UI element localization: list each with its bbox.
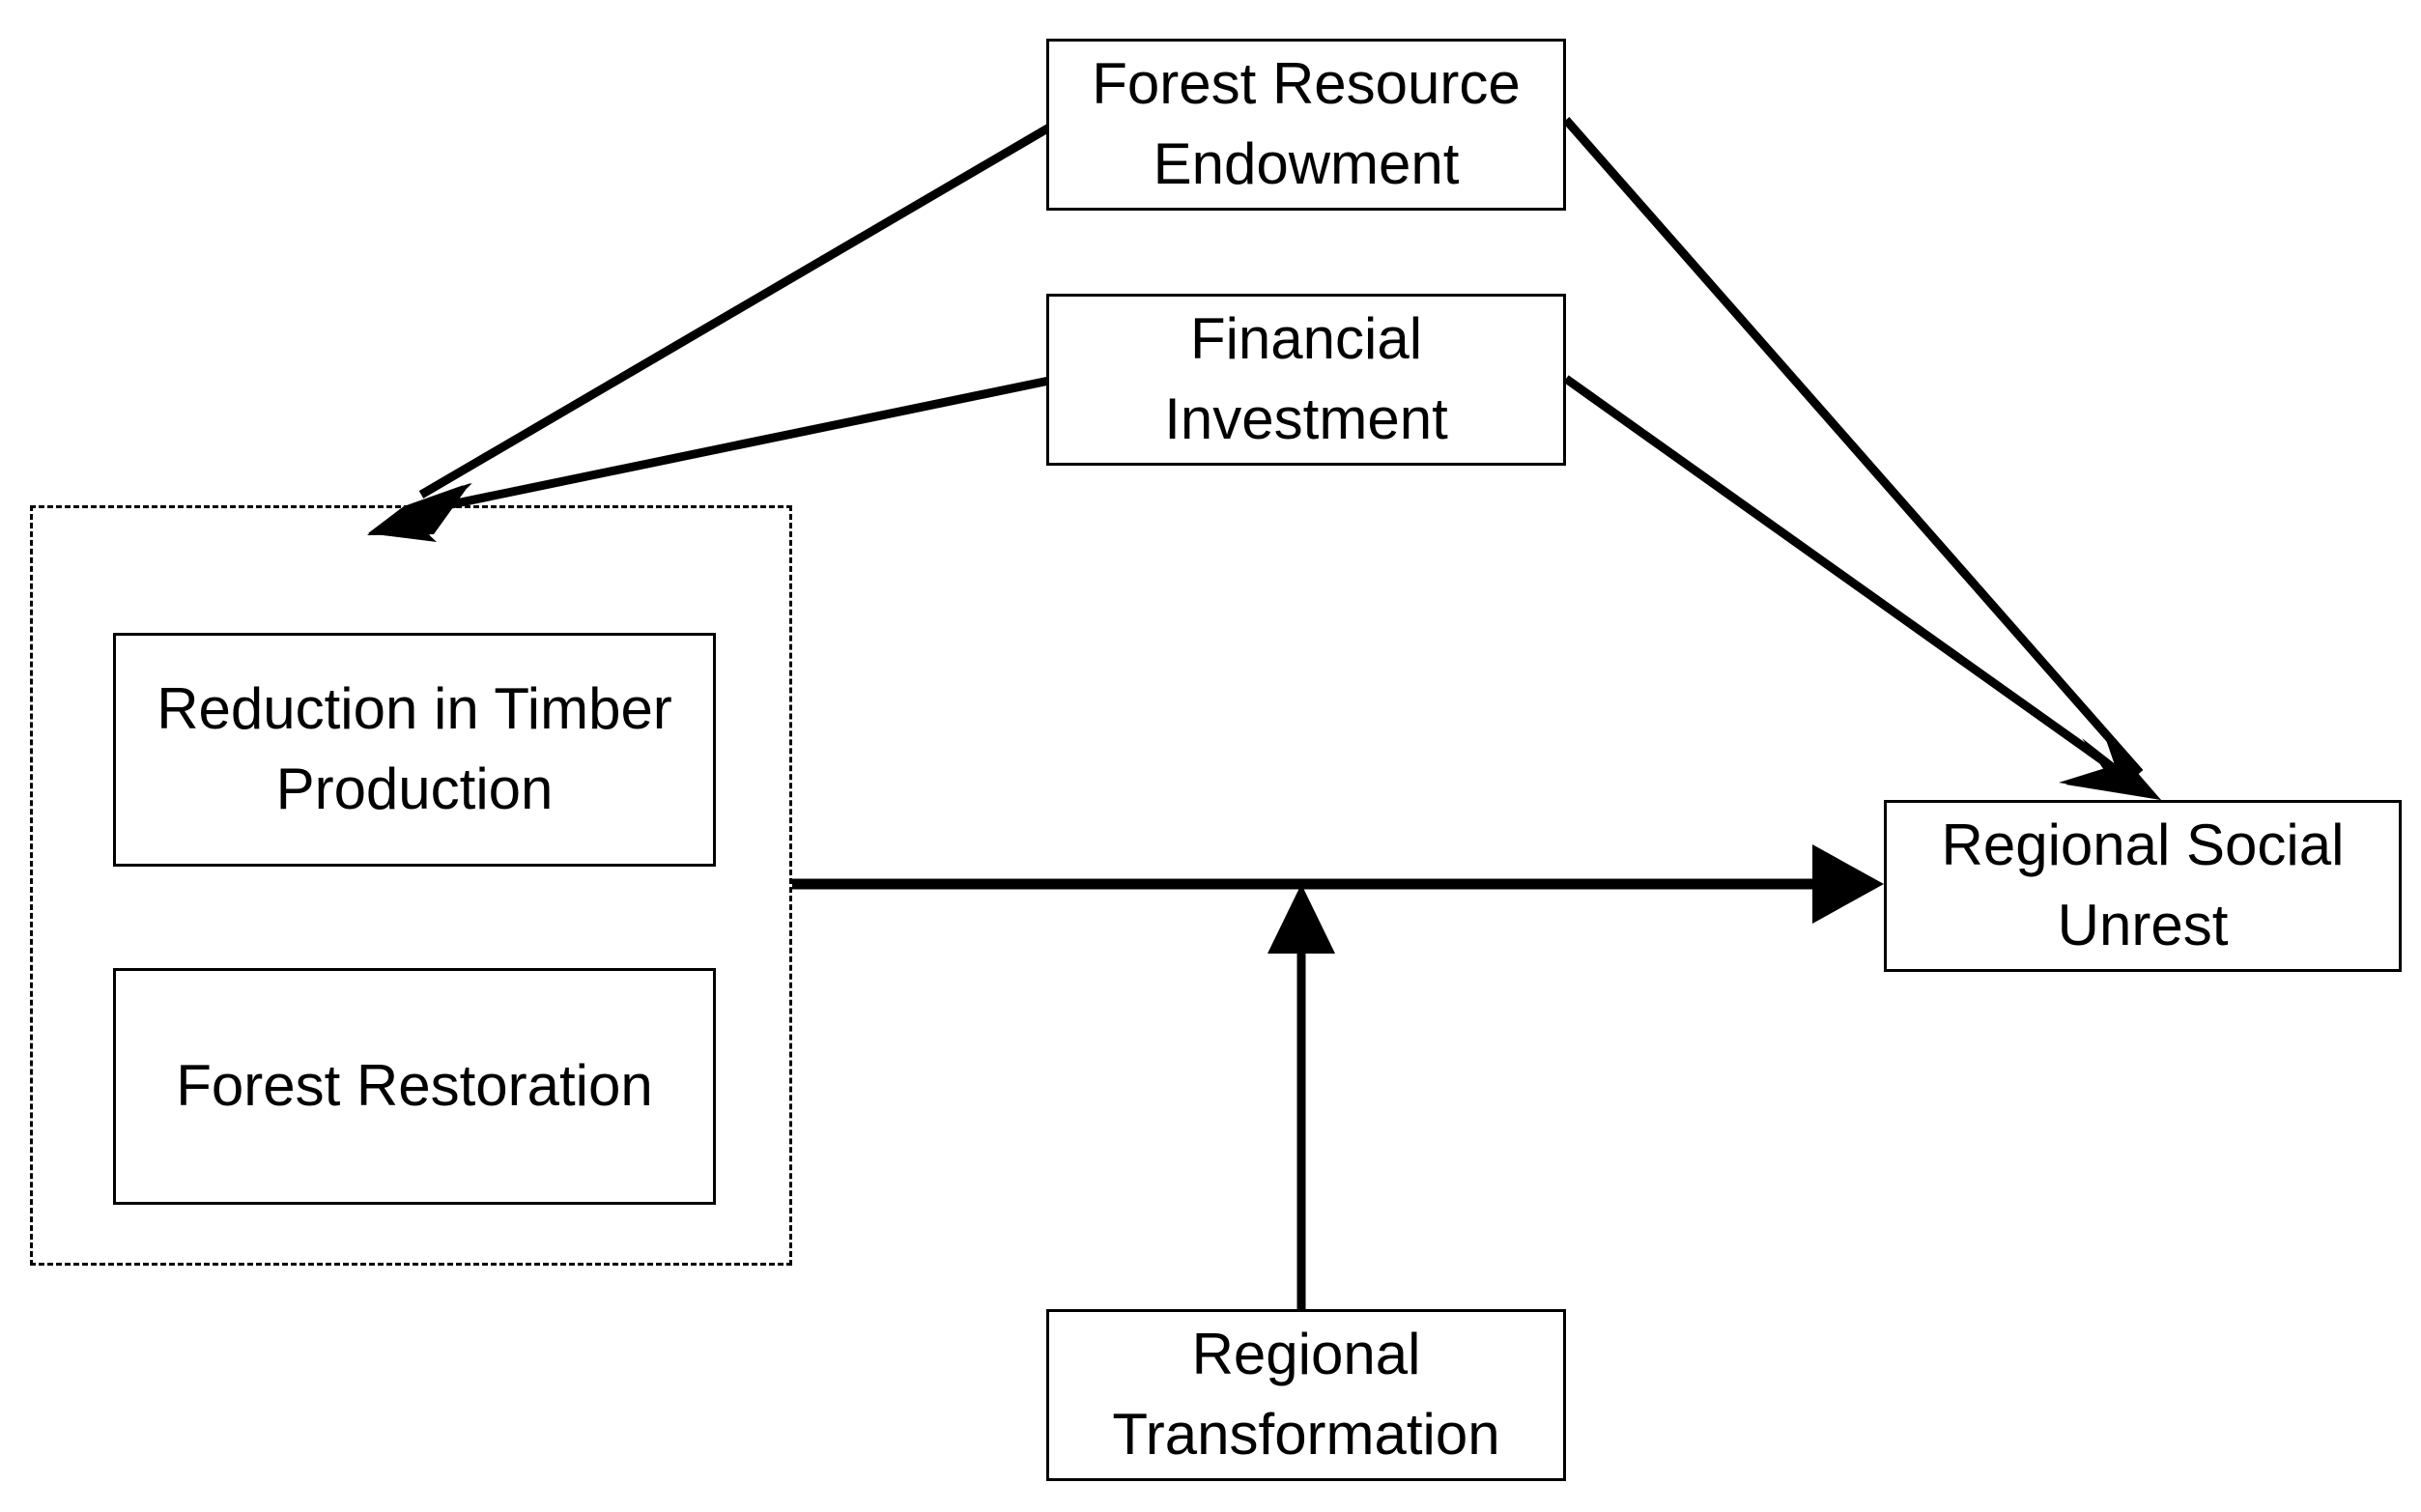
node-regional-social-unrest[interactable]: Regional Social Unrest bbox=[1884, 800, 2402, 972]
node-forest-restoration-label: Forest Restoration bbox=[176, 1053, 653, 1119]
edge-financial-investment-to-regional-social-unrest bbox=[1563, 375, 2131, 783]
node-forest-resource-endowment[interactable]: Forest Resource Endowment bbox=[1046, 39, 1566, 211]
edge-forest-resource-endowment-to-group bbox=[418, 124, 1052, 499]
edge-forest-resource-endowment-to-regional-social-unrest bbox=[1562, 117, 2144, 776]
node-reduction-in-timber-production[interactable]: Reduction in Timber Production bbox=[113, 633, 716, 867]
node-forest-restoration[interactable]: Forest Restoration bbox=[113, 968, 716, 1205]
edge-financial-investment-to-group bbox=[427, 376, 1050, 514]
node-reduction-in-timber-production-label: Reduction in Timber Production bbox=[157, 676, 672, 821]
node-financial-investment[interactable]: Financial Investment bbox=[1046, 294, 1566, 466]
node-regional-transformation[interactable]: Regional Transformation bbox=[1046, 1309, 1566, 1481]
edge-group-to-regional-social-unrest bbox=[792, 844, 1884, 924]
forest-policy-group-frame bbox=[30, 505, 792, 1266]
node-regional-social-unrest-label: Regional Social Unrest bbox=[1941, 813, 2345, 957]
edge-regional-transformation-moderator bbox=[1267, 884, 1335, 1309]
node-regional-transformation-label: Regional Transformation bbox=[1112, 1322, 1500, 1467]
arrowhead-into-group bbox=[367, 483, 472, 542]
arrowhead-into-regional-social-unrest bbox=[2059, 734, 2161, 800]
node-forest-resource-endowment-label: Forest Resource Endowment bbox=[1092, 51, 1521, 196]
node-financial-investment-label: Financial Investment bbox=[1164, 306, 1448, 451]
